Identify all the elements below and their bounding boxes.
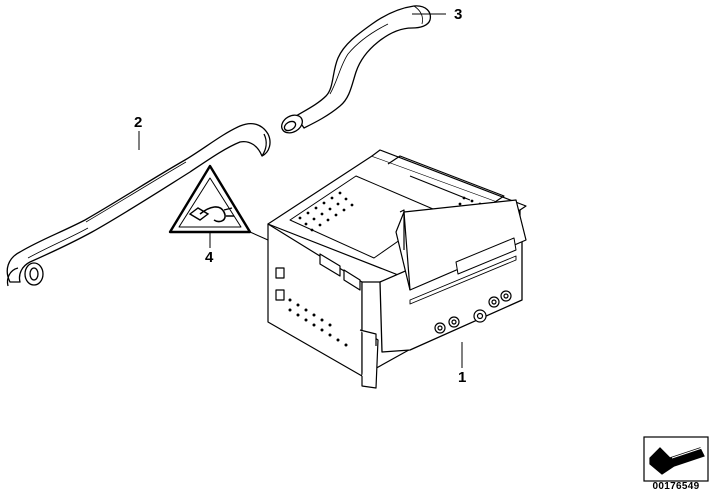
callout-3: 3 xyxy=(454,6,462,23)
callout-1: 1 xyxy=(458,369,466,386)
radio-unit-1-icon[interactable] xyxy=(267,149,527,389)
direction-symbol-icon xyxy=(643,436,709,482)
callout-2: 2 xyxy=(134,114,142,131)
hose-3-icon[interactable] xyxy=(278,5,432,137)
part-number: 00176549 xyxy=(652,481,700,492)
callout-4: 4 xyxy=(205,249,214,266)
leader-lines xyxy=(138,13,463,368)
warning-triangle-4-icon[interactable] xyxy=(168,164,252,234)
hose-2-icon[interactable] xyxy=(6,123,271,287)
